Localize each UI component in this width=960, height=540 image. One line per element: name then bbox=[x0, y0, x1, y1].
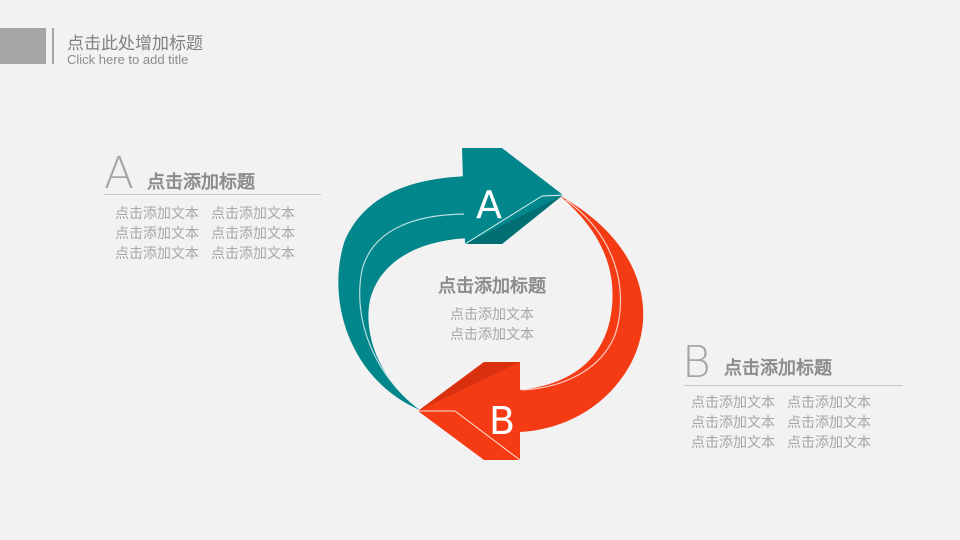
section-a-divider bbox=[104, 194, 321, 195]
arrow-b-label: B bbox=[489, 399, 515, 443]
header-accent-line bbox=[52, 28, 54, 64]
section-a-text: 点击添加文本 bbox=[115, 206, 199, 222]
center-title[interactable]: 点击添加标题 bbox=[438, 276, 546, 297]
cycle-arrows-diagram: A B bbox=[338, 148, 644, 461]
section-b-text: 点击添加文本 bbox=[691, 415, 775, 431]
arrow-b-head bbox=[418, 362, 520, 460]
section-b-text: 点击添加文本 bbox=[787, 415, 871, 431]
arrow-b-inner-highlight bbox=[521, 199, 622, 391]
section-a-body[interactable]: 点击添加文本 点击添加文本 点击添加文本 点击添加文本 点击添加文本 点击添加文… bbox=[115, 204, 295, 264]
section-a-text: 点击添加文本 bbox=[211, 226, 295, 242]
arrow-b-head-shade bbox=[418, 362, 520, 411]
section-a-text: 点击添加文本 bbox=[211, 206, 295, 222]
section-a-text: 点击添加文本 bbox=[115, 226, 199, 242]
section-a-text: 点击添加文本 bbox=[211, 246, 295, 262]
section-a-text: 点击添加文本 bbox=[115, 246, 199, 262]
section-b-text: 点击添加文本 bbox=[787, 395, 871, 411]
arrow-a-head bbox=[462, 148, 563, 244]
section-b-text: 点击添加文本 bbox=[787, 435, 871, 451]
center-text: 点击添加文本 bbox=[450, 327, 534, 343]
center-body[interactable]: 点击添加文本 点击添加文本 bbox=[380, 305, 604, 345]
arrow-a-label: A bbox=[476, 183, 502, 227]
section-b-body[interactable]: 点击添加文本 点击添加文本 点击添加文本 点击添加文本 点击添加文本 点击添加文… bbox=[691, 393, 871, 453]
page-subtitle[interactable]: Click here to add title bbox=[67, 52, 189, 67]
section-b-letter: B bbox=[682, 337, 711, 388]
section-b-text: 点击添加文本 bbox=[691, 395, 775, 411]
center-text: 点击添加文本 bbox=[450, 307, 534, 323]
section-b-text: 点击添加文本 bbox=[691, 435, 775, 451]
arrow-b-body bbox=[520, 196, 644, 432]
arrow-a-inner-highlight bbox=[359, 213, 469, 409]
arrow-a-body bbox=[338, 176, 470, 410]
page-title[interactable]: 点击此处增加标题 bbox=[67, 34, 203, 54]
section-a-title[interactable]: 点击添加标题 bbox=[147, 172, 255, 193]
section-b-divider bbox=[684, 385, 903, 386]
header-accent-block bbox=[0, 28, 46, 64]
section-a-letter: A bbox=[104, 148, 135, 199]
section-b-title[interactable]: 点击添加标题 bbox=[724, 358, 832, 379]
arrow-a-head-shade bbox=[465, 195, 563, 244]
